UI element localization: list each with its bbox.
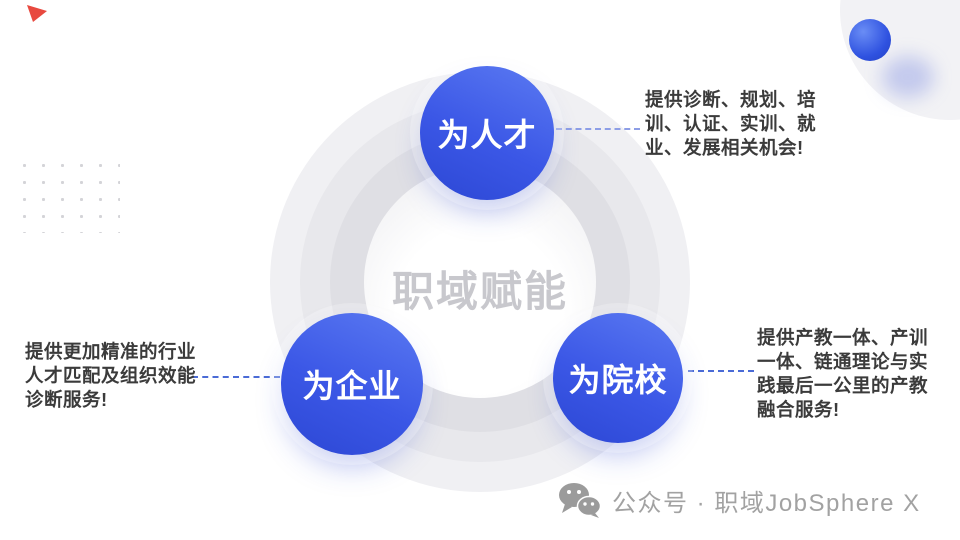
hub-enterprise: 为企业: [281, 313, 423, 455]
annotation-college-line: 践最后一公里的产教: [757, 375, 929, 396]
connector-enterprise: [192, 376, 280, 378]
hub-talent: 为人才: [420, 66, 554, 200]
hub-college-label: 为院校: [568, 362, 668, 398]
annotation-talent-line: 业、发展相关机会!: [645, 137, 804, 158]
blue-ball-shadow: [882, 56, 934, 98]
annotation-enterprise: 提供更加精准的行业 人才匹配及组织效能 诊断服务!: [25, 340, 196, 412]
center-title: 职域赋能: [391, 268, 568, 315]
hub-talent-label: 为人才: [437, 117, 537, 153]
wechat-icon: [559, 483, 602, 518]
annotation-talent: 提供诊断、规划、培 训、认证、实训、就 业、发展相关机会!: [645, 88, 816, 160]
connector-college: [688, 370, 754, 372]
annotation-college-line: 融合服务!: [757, 399, 840, 420]
annotation-enterprise-line: 提供更加精准的行业: [25, 341, 197, 362]
annotation-college: 提供产教一体、产训 一体、链通理论与实 践最后一公里的产教 融合服务!: [757, 326, 928, 422]
annotation-enterprise-line: 人才匹配及组织效能: [25, 365, 197, 386]
annotation-enterprise-line: 诊断服务!: [25, 389, 108, 410]
annotation-talent-line: 训、认证、实训、就: [645, 113, 817, 134]
annotation-college-line: 提供产教一体、产训: [757, 327, 929, 348]
connector-talent: [556, 128, 640, 130]
red-triangle-icon: [25, 4, 49, 29]
blue-ball-decoration: [849, 19, 891, 61]
dot-grid-decoration: [8, 151, 120, 233]
hub-college: 为院校: [553, 313, 683, 443]
footer-label: 公众号 · 职域JobSphere X: [612, 489, 921, 517]
annotation-talent-line: 提供诊断、规划、培: [645, 89, 817, 110]
footer: 公众号 · 职域JobSphere X: [558, 482, 921, 518]
hub-enterprise-label: 为企业: [302, 368, 402, 404]
annotation-college-line: 一体、链通理论与实: [757, 351, 929, 372]
